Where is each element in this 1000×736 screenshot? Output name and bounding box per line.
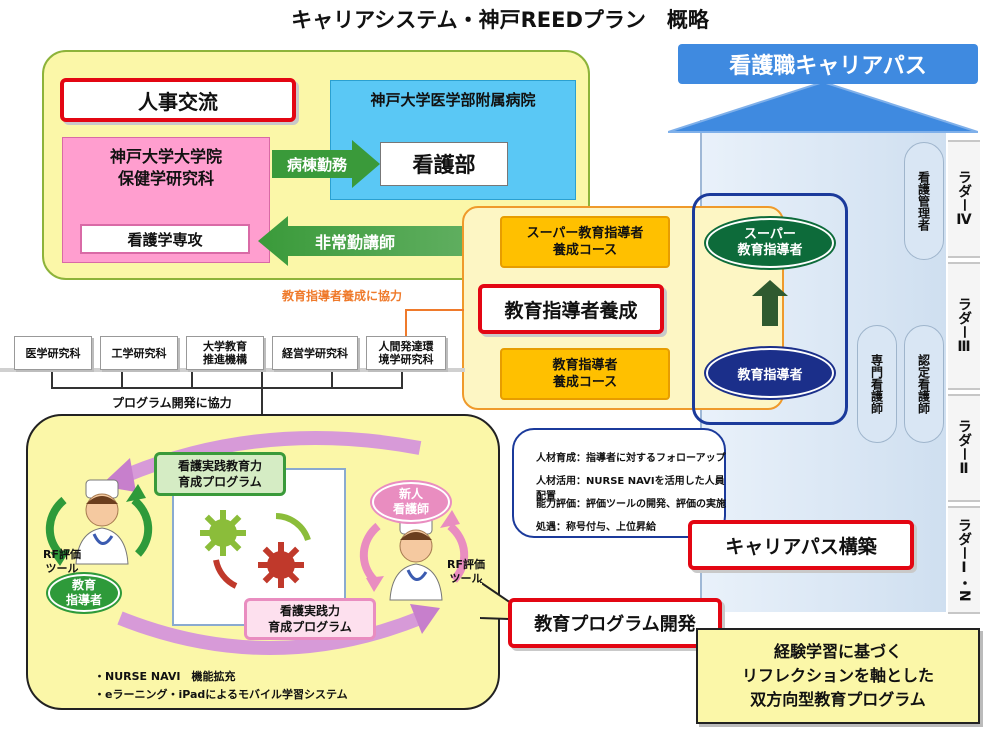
manager-oval: 看護管理者 [904, 142, 944, 260]
program-bullet-2: ・eラーニング・iPadによるモバイル学習システム [94, 688, 348, 701]
lab-medicine: 医学研究科 [14, 336, 92, 370]
certified-oval: 認定看護師 [904, 325, 944, 443]
ladder-3-label: ラダーⅢ [948, 262, 980, 390]
labs-note: プログラム開発に協力 [112, 396, 232, 410]
career-build-box [512, 428, 726, 538]
instructor-track-outline [692, 193, 848, 425]
ladder-4-label: ラダーⅣ [948, 140, 980, 258]
grad-school-label: 神戸大学大学院 保健学研究科 [109, 147, 222, 188]
program-bullet-1: ・NURSE NAVI 機能拡充 [94, 670, 236, 683]
instructor-nurse-icon [75, 479, 129, 565]
gear-green-icon [200, 510, 246, 556]
cooperation-label: 教育指導者養成に協力 [282, 289, 403, 303]
ladder-2-label: ラダーⅡ [948, 394, 980, 502]
instructor-cycle-icon [45, 484, 153, 566]
gear-arcs [213, 513, 311, 589]
training-center-label: 教育指導者養成 [478, 284, 664, 334]
rf-tool-right-label: RF評価 ツール [447, 558, 485, 585]
new-nurse-cycle-icon [359, 510, 469, 592]
career-build-line-3: 能力評価：評価ツールの開発、評価の実施 [536, 499, 726, 510]
practice-edu-program: 看護実践教育力 育成プログラム [154, 452, 286, 496]
career-path-arrowhead [668, 80, 978, 133]
instructor-course-box: 教育指導者 養成コース [500, 348, 670, 400]
career-build-label: キャリアパス構築 [688, 520, 914, 570]
lab-education-center: 大学教育 推進機構 [186, 336, 264, 370]
cooperation-connector [405, 309, 464, 338]
lab-human-development: 人間発達環 境学研究科 [366, 336, 446, 370]
career-build-line-4: 処遇：称号付与、上位昇給 [536, 522, 656, 533]
gear-red-icon [258, 542, 304, 588]
hospital-label: 神戸大学医学部附属病院 [370, 90, 536, 109]
lab-engineering: 工学研究科 [100, 336, 178, 370]
personnel-exchange-label: 人事交流 [60, 78, 296, 122]
program-dev-label: 教育プログラム開発 [508, 598, 722, 648]
ward-duty-label: 病棟勤務 [286, 155, 347, 174]
rf-tool-left-label: RF評価 ツール [43, 548, 81, 575]
super-instructor-oval: スーパー 教育指導者 [706, 218, 834, 268]
part-time-label: 非常勤講師 [314, 233, 395, 252]
instructor-oval: 教育指導者 [706, 348, 834, 398]
career-path-banner: 看護職キャリアパス [678, 44, 978, 84]
specialist-oval: 専門看護師 [857, 325, 897, 443]
page-title: キャリアシステム・神戸REEDプラン 概略 [291, 8, 709, 32]
instructor-badge: 教育 指導者 [48, 574, 120, 612]
career-build-line-1: 人材育成：指導者に対するフォローアップ [536, 453, 726, 464]
new-nurse-icon [389, 515, 443, 601]
career-build-line-2: 人材活用：NURSE NAVIを活用した人員配置 [536, 476, 725, 502]
lab-business: 経営学研究科 [272, 336, 358, 370]
ladder-1-label: ラダーⅠ・N [948, 506, 980, 614]
super-course-box: スーパー教育指導者 養成コース [500, 216, 670, 268]
reflection-box: 経験学習に基づく リフレクションを軸とした 双方向型教育プログラム [696, 628, 980, 724]
labs-base-line [0, 368, 465, 416]
ward-duty-arrow [272, 140, 380, 188]
new-nurse-badge: 新人 看護師 [372, 482, 450, 522]
practice-ability-program: 看護実践力 育成プログラム [244, 598, 376, 640]
nursing-dept-box: 看護部 [380, 142, 508, 186]
nursing-major-box: 看護学専攻 [80, 224, 250, 254]
up-arrow [752, 280, 788, 326]
